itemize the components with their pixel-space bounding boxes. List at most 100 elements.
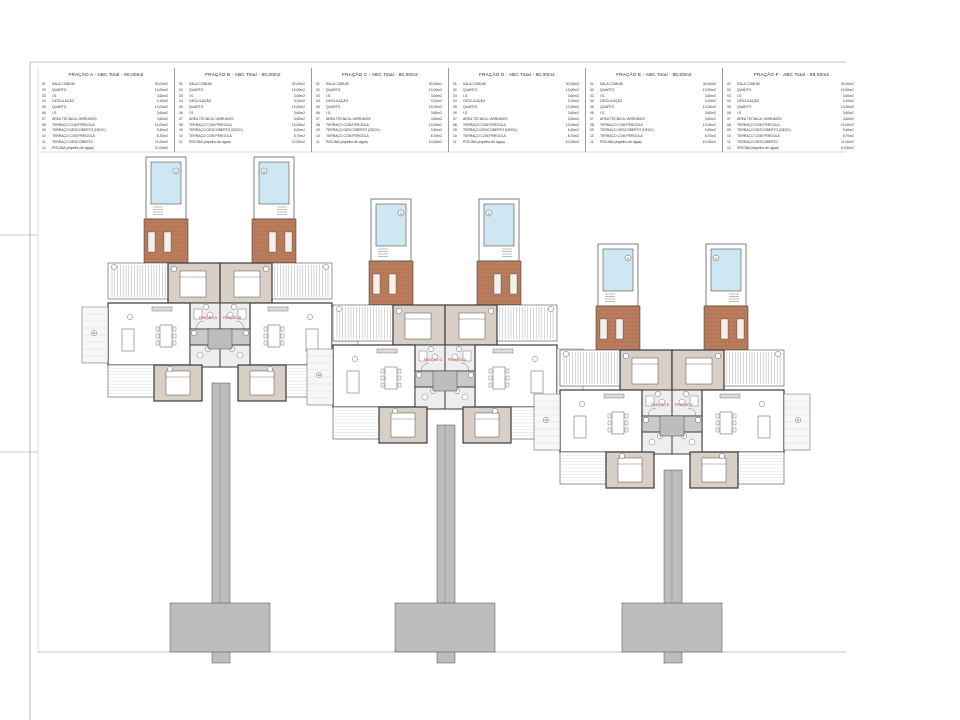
room-name: I.S. — [737, 93, 743, 98]
room-code: 02 — [42, 87, 46, 92]
sun-lounger — [372, 273, 381, 295]
room-area: 3,60m2 — [842, 116, 854, 121]
sofa — [530, 370, 544, 394]
room-area: 30,00m2 — [840, 82, 854, 86]
door-swing — [460, 362, 470, 372]
sun-lounger — [268, 231, 277, 253]
room-area: 3,60m2 — [704, 111, 716, 115]
room-name: ÁREA TÉCNICA / ARRUMOS — [189, 116, 234, 121]
room-area: 8,70m2 — [842, 134, 854, 139]
room-area: 3,60m2 — [842, 93, 854, 98]
room-area: 3,60m2 — [567, 93, 579, 98]
pool-number-bubble — [397, 209, 405, 217]
chair — [263, 340, 268, 346]
room-code: 10 — [179, 134, 183, 139]
room-code: 08 — [590, 122, 594, 127]
unit-FRAÇÃO F — [671, 243, 811, 489]
chair — [505, 382, 510, 388]
room-name: I.S. — [326, 111, 332, 115]
chair — [488, 382, 493, 388]
room-area: 30,00m2 — [702, 82, 716, 86]
room-code: 02 — [727, 87, 731, 92]
pool-number: 11 — [626, 256, 629, 260]
room-area: 13,00m2 — [702, 105, 716, 110]
room-area: 13,00m2 — [702, 122, 716, 127]
room-name: QUARTO — [326, 87, 341, 92]
parking-area — [394, 602, 496, 653]
room-code: 08 — [727, 122, 731, 127]
dining-table — [159, 324, 173, 348]
chair — [488, 375, 493, 381]
room-area: 10,00m2 — [702, 140, 716, 144]
room-name: PISCINA (espelho de água) — [600, 140, 642, 144]
room-name: TERRAÇO DESCOBERTO (DECK) — [463, 128, 517, 133]
room-name: QUARTO — [326, 105, 341, 110]
shared-entry — [432, 370, 458, 392]
bathroom-lower — [444, 386, 476, 410]
chair — [155, 340, 160, 346]
room-code: 03 — [42, 93, 46, 98]
room-bubble — [623, 353, 629, 359]
room-code: 06 — [453, 111, 457, 115]
toilet — [206, 311, 214, 319]
room-bubble — [307, 314, 313, 320]
room-code: 07 — [42, 116, 46, 121]
room-bubble — [548, 306, 554, 312]
room-name: CIRCULAÇÃO — [326, 99, 349, 104]
room-bubble — [396, 308, 402, 314]
bed — [233, 270, 261, 298]
dining-table — [611, 411, 625, 435]
pool-number-bubble — [712, 254, 720, 262]
room-name: CIRCULAÇÃO — [463, 99, 486, 104]
room-name: ÁREA TÉCNICA / ARRUMOS — [326, 116, 371, 121]
chair — [505, 375, 510, 381]
room-bubble — [263, 266, 269, 272]
unit-FRAÇÃO B — [219, 156, 359, 402]
room-name: I.S. — [600, 93, 606, 98]
room-area: 13,00m2 — [428, 122, 442, 127]
terrace-number: 10 — [317, 373, 321, 377]
room-area: 13,00m2 — [154, 122, 168, 127]
chair — [607, 413, 612, 419]
room-name: TERRAÇO COM PÉRGOLA — [463, 122, 506, 127]
room-bubble — [316, 372, 322, 378]
room-name: TERRAÇO COM PÉRGOLA — [189, 122, 232, 127]
pool-number-bubble — [172, 167, 180, 175]
shower — [193, 308, 203, 320]
room-area: 10,00m2 — [291, 140, 305, 144]
bed — [249, 370, 275, 396]
room-bubble — [336, 306, 342, 312]
kitchen-counter — [719, 393, 741, 399]
room-area: 8,70m2 — [704, 134, 716, 139]
sofa — [757, 415, 771, 439]
room-name: QUARTO — [189, 105, 204, 110]
room-name: PISCINA (espelho de água) — [189, 140, 231, 144]
room-area: 13,00m2 — [565, 87, 579, 92]
room-bubble — [532, 356, 538, 362]
door-swing — [420, 362, 430, 372]
room-bubble — [643, 417, 649, 423]
room-area: 9,40m2 — [704, 128, 716, 133]
sun-lounger — [284, 231, 293, 253]
room-area: 3,10m2 — [842, 99, 854, 104]
shower — [462, 350, 472, 362]
room-code: 07 — [453, 116, 457, 121]
